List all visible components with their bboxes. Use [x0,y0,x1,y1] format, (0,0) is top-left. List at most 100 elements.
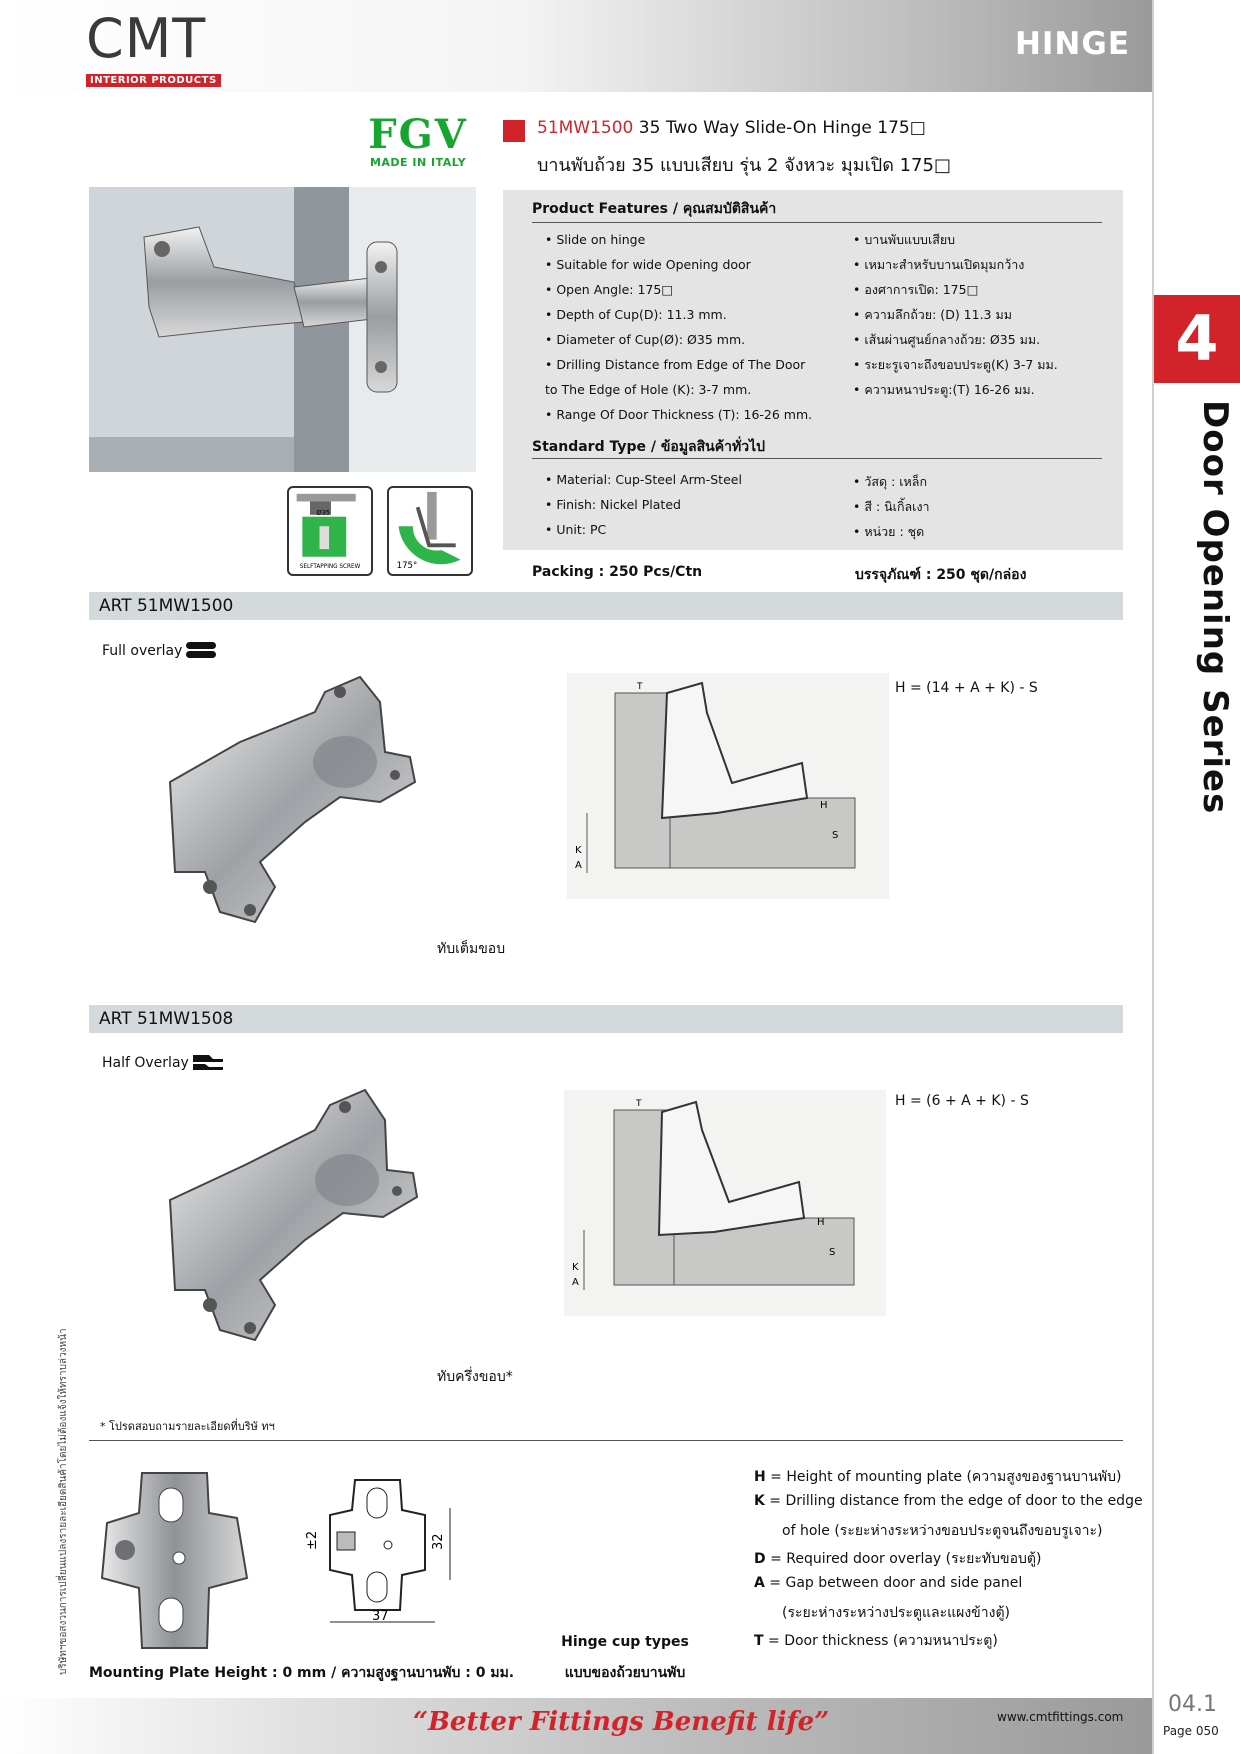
mounting-plate-photo [100,1472,249,1649]
feature-en: to The Edge of Hole (K): 3-7 mm. [545,382,752,397]
feature-th: • ความลึกถ้วย: (D) 11.3 มม [853,307,1012,322]
hinge-cup-types-th: แบบของถ้วยบานพับ [564,1665,686,1681]
mounting-plate-caption: Mounting Plate Height : 0 mm / ความสูงฐา… [89,1665,515,1681]
legend-row: of hole (ระยะห่างระหว่างขอบประตูจนถึงขอบ… [782,1520,1103,1542]
mounting-plate-drawing: ±2 32 37 [305,1479,451,1624]
packing-th: บรรจุภัณฑ์ : 250 ชุด/กล่อง [855,567,1027,583]
overlay-label: Half Overlay [102,1055,189,1071]
brand-logo: CMT INTERIOR PRODUCTS [86,10,221,87]
feature-th: • เส้นผ่านศูนย์กลางถ้วย: Ø35 มม. [853,332,1041,347]
feature-en: • Diameter of Cup(Ø): Ø35 mm. [545,332,746,347]
product-photo [89,187,476,472]
overlay-label: Full overlay [102,643,183,659]
chapter-name: Door Opening Series [1195,400,1235,815]
fgv-mark: FGV [368,111,468,158]
fgv-logo: FGV MADE IN ITALY [362,111,474,170]
dim-t: T [635,1099,642,1109]
standard-en: • Unit: PC [545,522,607,537]
half-overlay-icon [193,1055,223,1070]
right-divider [1152,0,1154,1754]
screw-label: SELFTAPPING SCREW [300,564,361,570]
legend-key: D [754,1551,766,1567]
angle-label: 175° [397,561,418,571]
formula-half: H = (6 + A + K) - S [895,1093,1029,1109]
feature-th: • ความหนาประตู:(T) 16-26 มม. [853,382,1035,397]
hinge-image-full-overlay [168,675,417,924]
art-title: ART 51MW1508 [99,1009,234,1029]
page-number: Page 050 [1163,1724,1219,1738]
cup-diameter-label: Ø35 [316,509,330,517]
dim-s: S [832,830,838,841]
product-name-th: บานพับถ้วย 35 แบบเสียบ รุ่น 2 จังหวะ มุม… [537,155,951,176]
product-name-en: 51MW1500 35 Two Way Slide-On Hinge 175□ [537,118,926,138]
legend-text: = Drilling distance from the edge of doo… [764,1493,1143,1509]
feature-th: • ระยะรูเจาะถึงขอบประตู(K) 3-7 มม. [853,357,1058,372]
feature-en: • Slide on hinge [545,232,646,247]
standard-heading: Standard Type / ข้อมูลสินค้าทั่วไป [532,439,765,455]
legend-text: = Required door overlay (ระยะทับขอบตู้) [765,1551,1042,1567]
brand-name: CMT [86,7,207,70]
feature-en: • Depth of Cup(D): 11.3 mm. [545,307,727,322]
dim-32: 32 [431,1533,446,1550]
title-marker [503,120,525,142]
formula-full: H = (14 + A + K) - S [895,680,1038,696]
legend-key: A [754,1575,765,1591]
slogan: “Better Fittings Benefit life” [413,1707,830,1737]
opening-angle-icon: 175° [387,486,473,576]
legend-key: K [754,1493,765,1509]
feature-en: • Drilling Distance from Edge of The Doo… [545,357,806,372]
legend-key: T [754,1633,764,1649]
dim-k: K [572,1262,579,1273]
dim-a: A [572,1277,579,1288]
legend-text: = Door thickness (ความหนาประตู) [763,1633,998,1649]
art-bar-51mw1500: ART 51MW1500 [89,592,1123,620]
dim-plusminus: ±2 [305,1531,320,1550]
standard-en: • Material: Cup-Steel Arm-Steel [545,472,742,487]
legend-row: T = Door thickness (ความหนาประตู) [754,1630,998,1652]
feature-en: • Suitable for wide Opening door [545,257,751,272]
legend-row: A = Gap between door and side panel [754,1575,1022,1591]
section-title: HINGE [1014,26,1130,62]
installation-diagram-half: K A S H T [564,1090,886,1316]
dim-k: K [575,845,582,856]
hinge-image-half-overlay [168,1088,419,1342]
brand-subtitle: INTERIOR PRODUCTS [86,74,221,87]
footnote: * โปรดสอบถามรายละเอียดที่บริษั ทฯ [100,1420,275,1433]
legend-text: of hole (ระยะห่างระหว่างขอบประตูจนถึงขอบ… [782,1523,1103,1539]
legend-text: (ระยะห่างระหว่างประตูและแผงข้างตู้) [782,1605,1010,1621]
standard-th: • วัสดุ : เหล็ก [853,474,928,489]
caption-full: ทับเต็มขอบ [437,941,506,957]
dim-a: A [575,860,582,871]
feature-th: • บานพับแบบเสียบ [853,232,956,247]
chapter-number: 4 [1154,295,1240,383]
legend-key: H [754,1469,766,1485]
footer-bar [0,1698,1152,1754]
cup-screw-icon: Ø35 SELFTAPPING SCREW [287,486,373,576]
packing-en: Packing : 250 Pcs/Ctn [532,564,703,580]
features-rule [532,222,1102,223]
dim-h: H [817,1217,825,1228]
features-panel: Product Features / คุณสมบัติสินค้า • Sli… [503,190,1123,550]
dim-h: H [820,800,828,811]
installation-diagram-full: K A S H T [567,673,889,899]
feature-th: • องศาการเปิด: 175□ [853,282,979,297]
product-name: 35 Two Way Slide-On Hinge 175□ [633,118,926,138]
caption-half: ทับครึ่งขอบ* [437,1369,513,1385]
art-title: ART 51MW1500 [99,596,234,616]
legend-row: (ระยะห่างระหว่างประตูและแผงข้างตู้) [782,1602,1010,1624]
dim-s: S [829,1247,835,1258]
legend-row: D = Required door overlay (ระยะทับขอบตู้… [754,1548,1041,1570]
dim-t: T [636,682,643,692]
legend-row: H = Height of mounting plate (ความสูงของ… [754,1466,1122,1488]
side-disclaimer: บริษัทฯขอสงวนการเปลี่ยนแปลงรายละเอียดสิน… [58,1328,69,1675]
art-bar-51mw1508: ART 51MW1508 [89,1005,1123,1033]
feature-en: • Open Angle: 175□ [545,282,674,297]
legend-text: = Height of mounting plate (ความสูงของฐา… [765,1469,1122,1485]
made-in-label: MADE IN ITALY [369,156,467,169]
standard-rule [532,458,1102,459]
standard-th: • หน่วย : ชุด [853,524,925,539]
website-link[interactable]: www.cmtfittings.com [997,1710,1124,1724]
full-overlay-icon [186,642,216,658]
feature-en: • Range Of Door Thickness (T): 16-26 mm. [545,407,813,422]
features-heading: Product Features / คุณสมบัติสินค้า [532,201,777,217]
